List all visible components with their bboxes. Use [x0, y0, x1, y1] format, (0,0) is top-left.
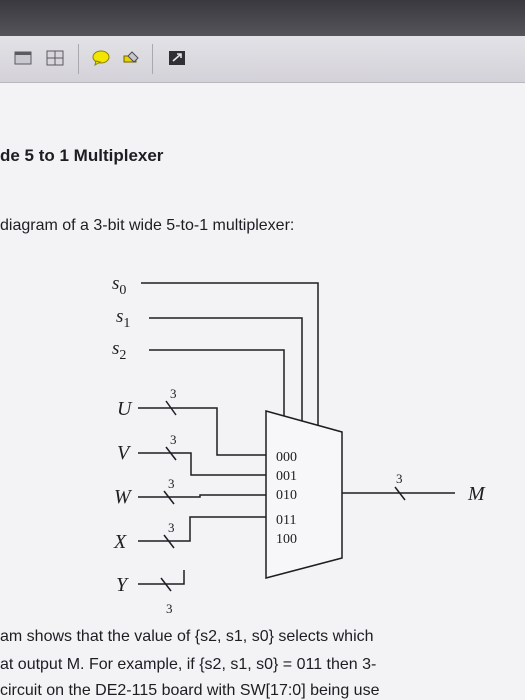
svg-text:s2: s2 [112, 338, 126, 363]
bus-width-m: 3 [396, 471, 403, 486]
output-label-m: M [467, 483, 486, 505]
mux-block [265, 410, 343, 579]
toolbar-separator [78, 44, 79, 74]
bus-width-v: 3 [170, 432, 177, 447]
section-heading: de 5 to 1 Multiplexer [0, 146, 164, 165]
input-label-u: U [117, 398, 133, 420]
document-page [0, 83, 525, 700]
input-label-v: V [117, 442, 132, 464]
toolbar-separator [152, 44, 153, 74]
paragraph-line-3: circuit on the DE2-115 board with SW[17:… [0, 682, 380, 699]
select-code-001: 001 [276, 469, 297, 484]
select-label-s2-base: s [112, 338, 119, 359]
select-label-s0-base: s [112, 273, 119, 294]
select-label-s2-sub: 2 [119, 348, 126, 363]
paragraph-line-1: am shows that the value of {s2, s1, s0} … [0, 628, 374, 645]
bus-width-x: 3 [168, 520, 175, 535]
bus-width-w: 3 [168, 476, 175, 491]
bus-width-y: 3 [166, 601, 173, 616]
input-label-y: Y [116, 574, 129, 596]
select-code-000: 000 [276, 450, 297, 465]
window-title-bar [0, 0, 525, 36]
svg-text:s0: s0 [112, 273, 126, 298]
select-label-s1-base: s [116, 306, 123, 327]
input-label-w: W [114, 486, 133, 508]
multiplexer-diagram: s0 s1 s2 U V W X Y M 3 3 3 3 3 3 000 001… [112, 273, 486, 616]
highlight-icon[interactable] [122, 50, 140, 66]
viewer-toolbar [0, 36, 525, 83]
grid-icon[interactable] [46, 50, 64, 66]
svg-text:s1: s1 [116, 306, 130, 331]
select-label-s0-sub: 0 [119, 283, 126, 298]
input-label-x: X [113, 531, 127, 553]
select-code-011: 011 [276, 513, 296, 528]
paragraph-line-2: at output M. For example, if {s2, s1, s0… [0, 656, 377, 673]
intro-text: diagram of a 3-bit wide 5-to-1 multiplex… [0, 217, 295, 234]
window-icon[interactable] [14, 50, 32, 66]
select-code-010: 010 [276, 488, 297, 503]
bus-width-u: 3 [170, 386, 177, 401]
comment-icon[interactable] [92, 50, 110, 66]
resize-icon[interactable] [168, 50, 186, 66]
select-label-s1-sub: 1 [123, 316, 130, 331]
select-code-100: 100 [276, 532, 297, 547]
